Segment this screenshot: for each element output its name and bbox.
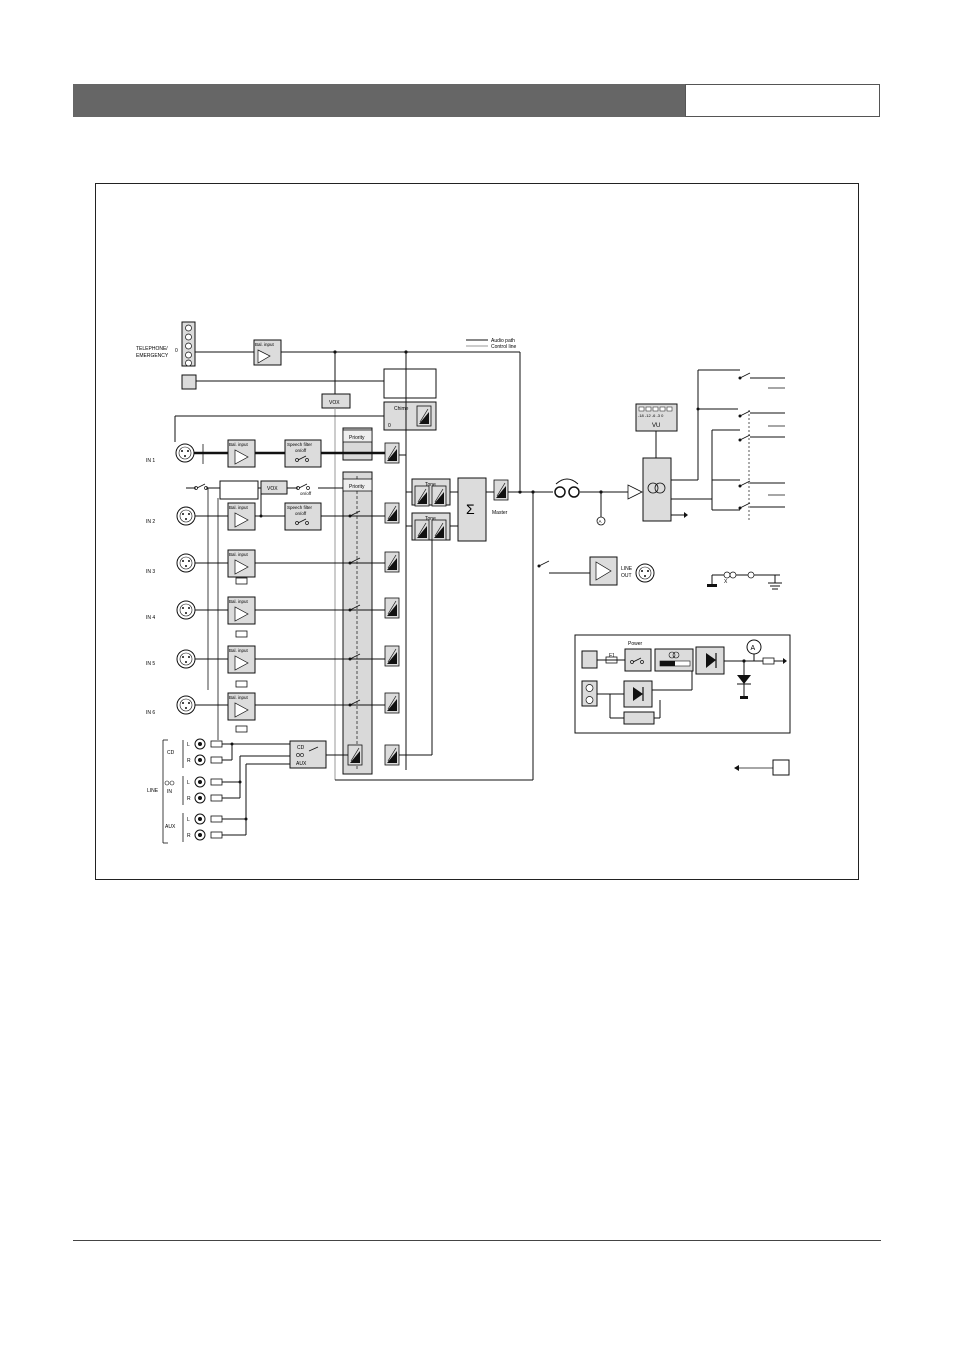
tel-bal-input: Bal. input [255,342,275,347]
in6-bal: Bal. input [229,695,249,700]
sigma: Σ [466,501,475,517]
vu-scale: -18 -12 -6 -3 0 [638,413,664,418]
in2-onoff: on/off [295,511,307,516]
vox-onoff: on/off [300,491,312,496]
in2-speech: Speech filter [287,505,313,510]
ground-x: X [724,579,728,585]
legend-control: Control line [491,344,517,350]
cd-label: CD [167,750,175,756]
header-bar [73,84,685,117]
in-r: R [187,796,191,802]
fuse-label: F1 [609,653,615,659]
tone-1: Tone [425,482,436,488]
emergency-label: EMERGENCY [136,353,169,359]
telephone-label: TELEPHONE/ [136,346,168,352]
footer-rule [73,1240,881,1241]
in2-bal: Bal. input [229,505,249,510]
in5-bal: Bal. input [229,648,249,653]
in4-label: IN 4 [146,615,155,621]
in3-label: IN 3 [146,569,155,575]
vu-label: VU [652,423,660,429]
aux-l: L [187,817,190,823]
aux-r: R [187,833,191,839]
sel-aux: AUX [296,761,307,767]
aux-label: AUX [165,824,176,830]
legend-audio: Audio path [491,338,515,344]
power-label: Power [628,641,643,647]
in2-label: IN 2 [146,519,155,525]
power-meter: A [751,645,756,652]
diagram-frame [95,183,859,880]
in1-label: IN 1 [146,458,155,464]
in1-onoff: on/off [295,448,307,453]
header-box [685,84,880,117]
in3-bal: Bal. input [229,552,249,557]
line-label: LINE [147,788,159,794]
chime-label: Chime [394,406,409,412]
meter-a-small: A [599,519,602,524]
in1-speech: Speech filter [287,442,313,447]
sel-cd: CD [297,745,305,751]
in5-label: IN 5 [146,661,155,667]
cd-l: L [187,742,190,748]
master-label: Master [492,510,508,516]
line-out-1: LINE [621,566,633,572]
in-l: L [187,780,190,786]
priority-1: Priority [349,435,365,441]
vox-2: VOX [267,486,278,492]
tel-zero: 0 [175,348,178,354]
cd-r: R [187,758,191,764]
in6-label: IN 6 [146,710,155,716]
chime-zero: 0 [388,423,391,429]
priority-2: Priority [349,484,365,490]
in1-bal: Bal. input [229,442,249,447]
tone-2: Tone [425,516,436,522]
line-out-2: OUT [621,573,632,579]
in-label: IN [167,789,172,795]
vox-1: VOX [329,400,340,406]
in4-bal: Bal. input [229,599,249,604]
